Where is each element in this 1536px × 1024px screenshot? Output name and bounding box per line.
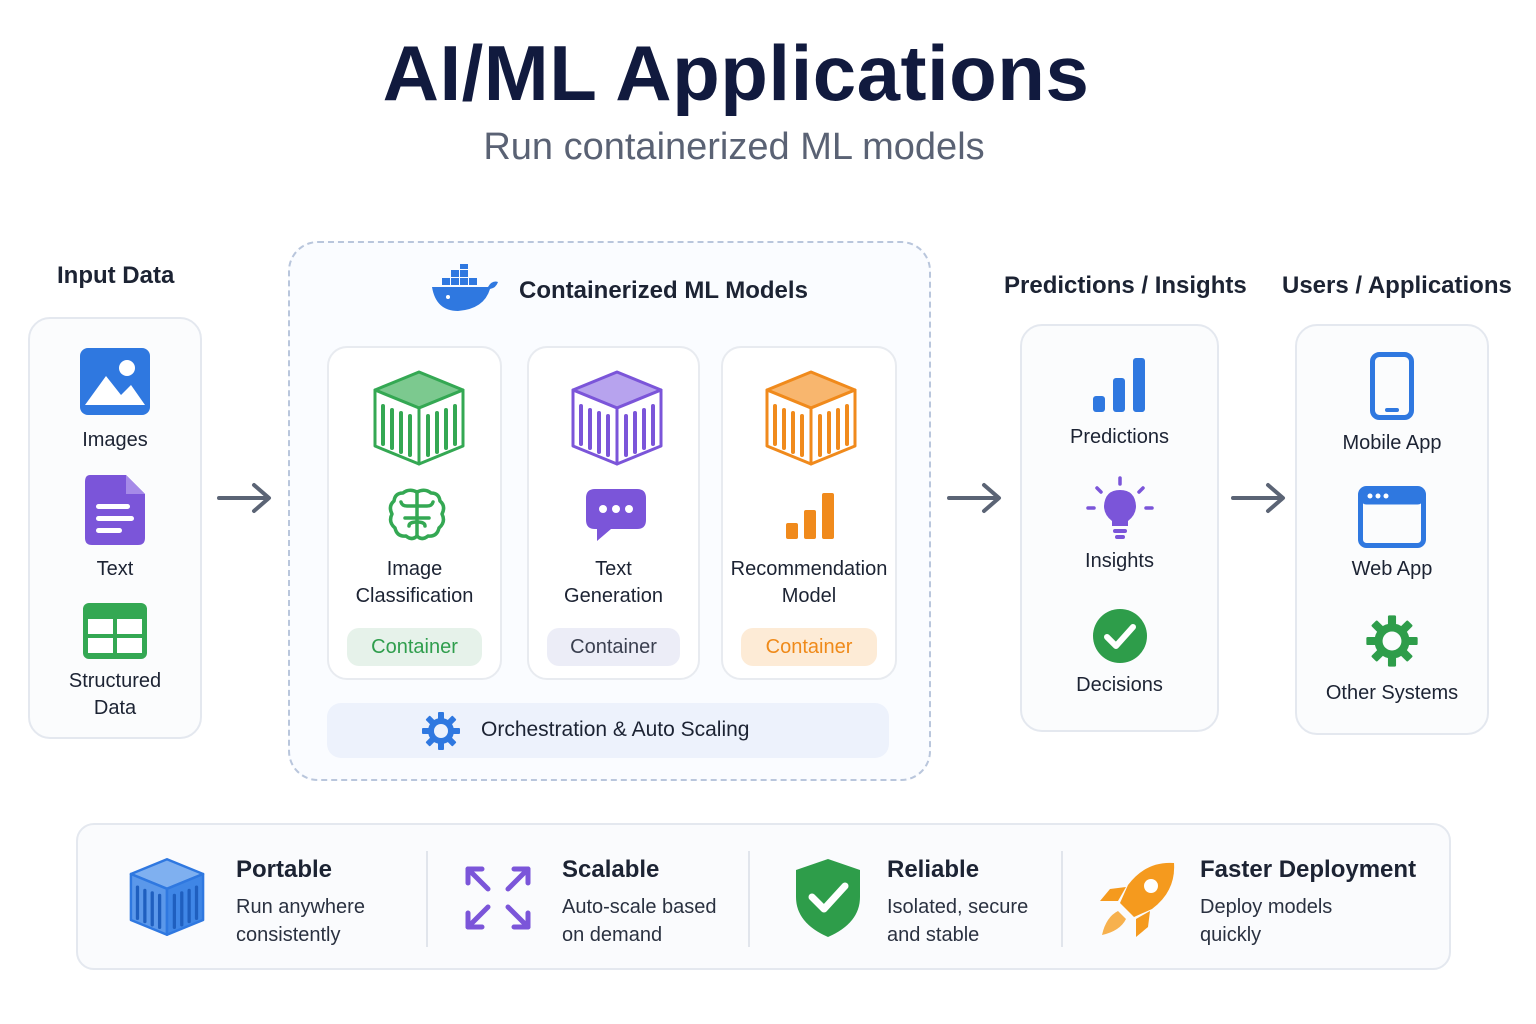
feature-divider	[1061, 851, 1063, 947]
consumers-panel: Mobile App Web App Other Systems	[1295, 324, 1489, 735]
output-label-predictions: Predictions	[1070, 426, 1169, 448]
orchestration-label: Orchestration & Auto Scaling	[481, 718, 750, 741]
model-label-image-classification: Image Classification	[355, 558, 474, 607]
gear-icon	[1366, 615, 1418, 667]
feature-title-faster-deployment: Faster Deployment	[1200, 856, 1417, 883]
docker-whale-icon	[432, 264, 498, 311]
input-data-panel: Images Text Structured Data	[28, 317, 202, 739]
input-item-structured-data: Structured Data	[30, 602, 200, 722]
container-box-icon	[765, 370, 857, 466]
input-label-images: Images	[82, 429, 148, 451]
output-item-insights: Insights	[1022, 476, 1217, 575]
browser-window-icon	[1358, 486, 1426, 548]
model-card-recommendation-model: Recommendation Model Container	[721, 346, 897, 680]
outputs-panel: Predictions Insights Decisions	[1020, 324, 1219, 732]
container-icon	[129, 858, 205, 936]
consumer-label-other-systems: Other Systems	[1325, 682, 1459, 704]
bar-chart-icon	[786, 493, 834, 539]
gear-icon	[422, 712, 460, 750]
feature-desc-faster-deployment: Deploy models quickly	[1200, 896, 1333, 946]
feature-desc-portable: Run anywhere consistently	[236, 896, 365, 946]
image-icon	[80, 348, 150, 415]
chat-bubble-icon	[586, 489, 646, 541]
feature-title-scalable: Scalable	[562, 856, 660, 883]
input-label-structured-data: Structured Data	[68, 670, 162, 719]
consumer-item-web-app: Web App	[1297, 486, 1487, 583]
feature-title-portable: Portable	[236, 856, 333, 883]
consumers-heading: Users / Applications	[1282, 272, 1512, 299]
consumer-item-mobile-app: Mobile App	[1297, 352, 1487, 457]
bar-chart-icon	[1092, 358, 1145, 412]
output-item-predictions: Predictions	[1022, 356, 1217, 451]
container-box-icon	[373, 370, 465, 466]
consumer-label-web-app: Web App	[1351, 558, 1433, 580]
brain-icon	[388, 488, 446, 541]
arrow-right-icon	[217, 483, 271, 513]
model-card-text-generation: Text Generation Container	[527, 346, 700, 680]
container-box-icon	[571, 370, 663, 466]
feature-desc-reliable: Isolated, secure and stable	[887, 896, 1029, 946]
features-bar: Portable Run anywhere consistently Scala…	[76, 823, 1451, 970]
page-title: AI/ML Applications	[382, 29, 1090, 117]
expand-arrows-icon	[465, 866, 531, 930]
page-subtitle: Run containerized ML models	[483, 126, 985, 168]
model-label-recommendation-model: Recommendation Model	[730, 558, 888, 607]
arrow-right-icon	[1231, 483, 1285, 513]
models-heading: Containerized ML Models	[519, 277, 808, 304]
lightbulb-icon	[1085, 476, 1154, 539]
feature-divider	[748, 851, 750, 947]
feature-title-reliable: Reliable	[887, 856, 980, 883]
outputs-heading: Predictions / Insights	[1004, 272, 1247, 299]
input-data-heading: Input Data	[57, 262, 175, 289]
feature-desc-scalable: Auto-scale based on demand	[562, 896, 717, 946]
check-circle-icon	[1092, 609, 1147, 663]
phone-icon	[1370, 352, 1414, 420]
consumer-item-other-systems: Other Systems	[1297, 614, 1487, 707]
model-card-image-classification: Image Classification Container	[327, 346, 502, 680]
consumer-label-mobile-app: Mobile App	[1342, 432, 1442, 454]
output-label-insights: Insights	[1085, 550, 1154, 572]
feature-divider	[426, 851, 428, 947]
input-item-images: Images	[30, 347, 200, 454]
model-label-text-generation: Text Generation	[564, 558, 663, 607]
container-badge: Container	[347, 628, 482, 666]
output-label-decisions: Decisions	[1076, 674, 1163, 696]
arrow-right-icon	[947, 483, 1001, 513]
container-badge: Container	[547, 628, 680, 666]
output-item-decisions: Decisions	[1022, 608, 1217, 699]
container-badge: Container	[741, 628, 877, 666]
orchestration-bar: Orchestration & Auto Scaling	[327, 703, 889, 758]
document-icon	[85, 475, 145, 545]
shield-check-icon	[796, 859, 860, 937]
input-label-text: Text	[96, 558, 134, 580]
table-icon	[83, 603, 147, 659]
input-item-text: Text	[30, 474, 200, 583]
rocket-icon	[1100, 862, 1175, 937]
